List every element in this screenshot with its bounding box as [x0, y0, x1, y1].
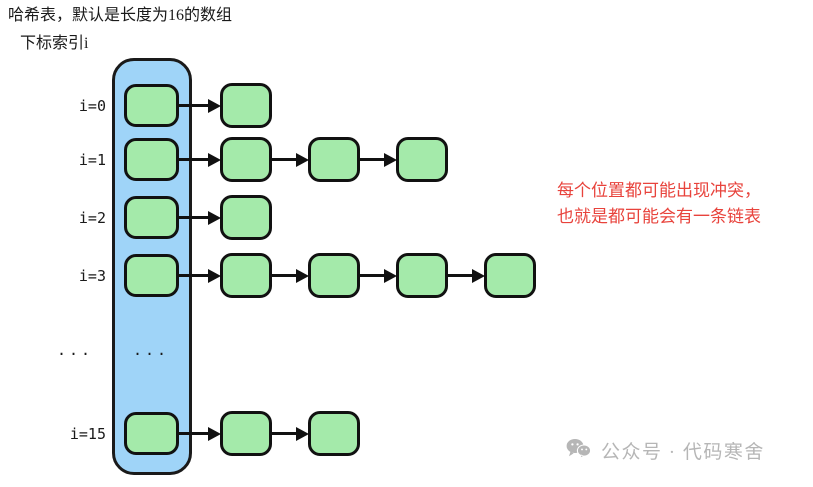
chain-arrow-head	[208, 210, 221, 225]
chain-arrow-head	[384, 268, 397, 283]
chain-arrow	[360, 274, 386, 277]
chain-arrow	[179, 158, 210, 161]
row-index-label: i=0	[78, 96, 106, 115]
chain-arrow-head	[472, 268, 485, 283]
chain-node	[396, 137, 448, 182]
chain-node	[220, 195, 272, 240]
row-index-label: i=2	[78, 208, 106, 227]
chain-arrow-head	[296, 426, 309, 441]
chain-node	[396, 253, 448, 298]
chain-node	[308, 253, 360, 298]
chain-arrow-head	[296, 268, 309, 283]
chain-arrow-head	[384, 152, 397, 167]
chain-arrow	[360, 158, 386, 161]
chain-arrow	[272, 274, 298, 277]
chain-arrow-head	[208, 268, 221, 283]
watermark: 公众号 · 代码寒舍	[566, 437, 765, 464]
chain-arrow	[179, 216, 210, 219]
chain-node	[220, 253, 272, 298]
chain-node	[220, 411, 272, 456]
ellipsis-slot-marker: ...	[133, 341, 170, 359]
chain-arrow-head	[208, 152, 221, 167]
row-index-label: i=3	[78, 266, 106, 285]
ellipsis-row-label: ...	[57, 341, 94, 359]
row-index-label: i=1	[78, 150, 106, 169]
wechat-icon	[566, 438, 592, 463]
chain-arrow-head	[208, 98, 221, 113]
chain-arrow	[272, 432, 298, 435]
chain-arrow	[272, 158, 298, 161]
collision-annotation-line-1: 每个位置都可能出现冲突，	[557, 181, 761, 200]
chain-node	[220, 83, 272, 128]
chain-arrow-head	[208, 426, 221, 441]
chain-arrow	[179, 432, 210, 435]
page-title-line-2: 下标索引i	[20, 35, 89, 52]
chain-arrow-head	[296, 152, 309, 167]
chain-node	[308, 137, 360, 182]
array-slot-node	[124, 138, 179, 181]
chain-node	[484, 253, 536, 298]
chain-arrow	[179, 274, 210, 277]
array-slot-node	[124, 196, 179, 239]
array-slot-node	[124, 254, 179, 297]
array-slot-node	[124, 412, 179, 455]
collision-annotation-line-2: 也就是都可能会有一条链表	[557, 207, 761, 226]
watermark-text: 公众号 · 代码寒舍	[601, 442, 765, 463]
page-title-line-1: 哈希表，默认是长度为16的数组	[8, 7, 233, 24]
chain-node	[220, 137, 272, 182]
row-index-label: i=15	[69, 424, 106, 443]
chain-arrow	[448, 274, 474, 277]
collision-annotation: 每个位置都可能出现冲突， 也就是都可能会有一条链表	[557, 178, 761, 230]
chain-arrow	[179, 104, 210, 107]
chain-node	[308, 411, 360, 456]
array-slot-node	[124, 84, 179, 127]
